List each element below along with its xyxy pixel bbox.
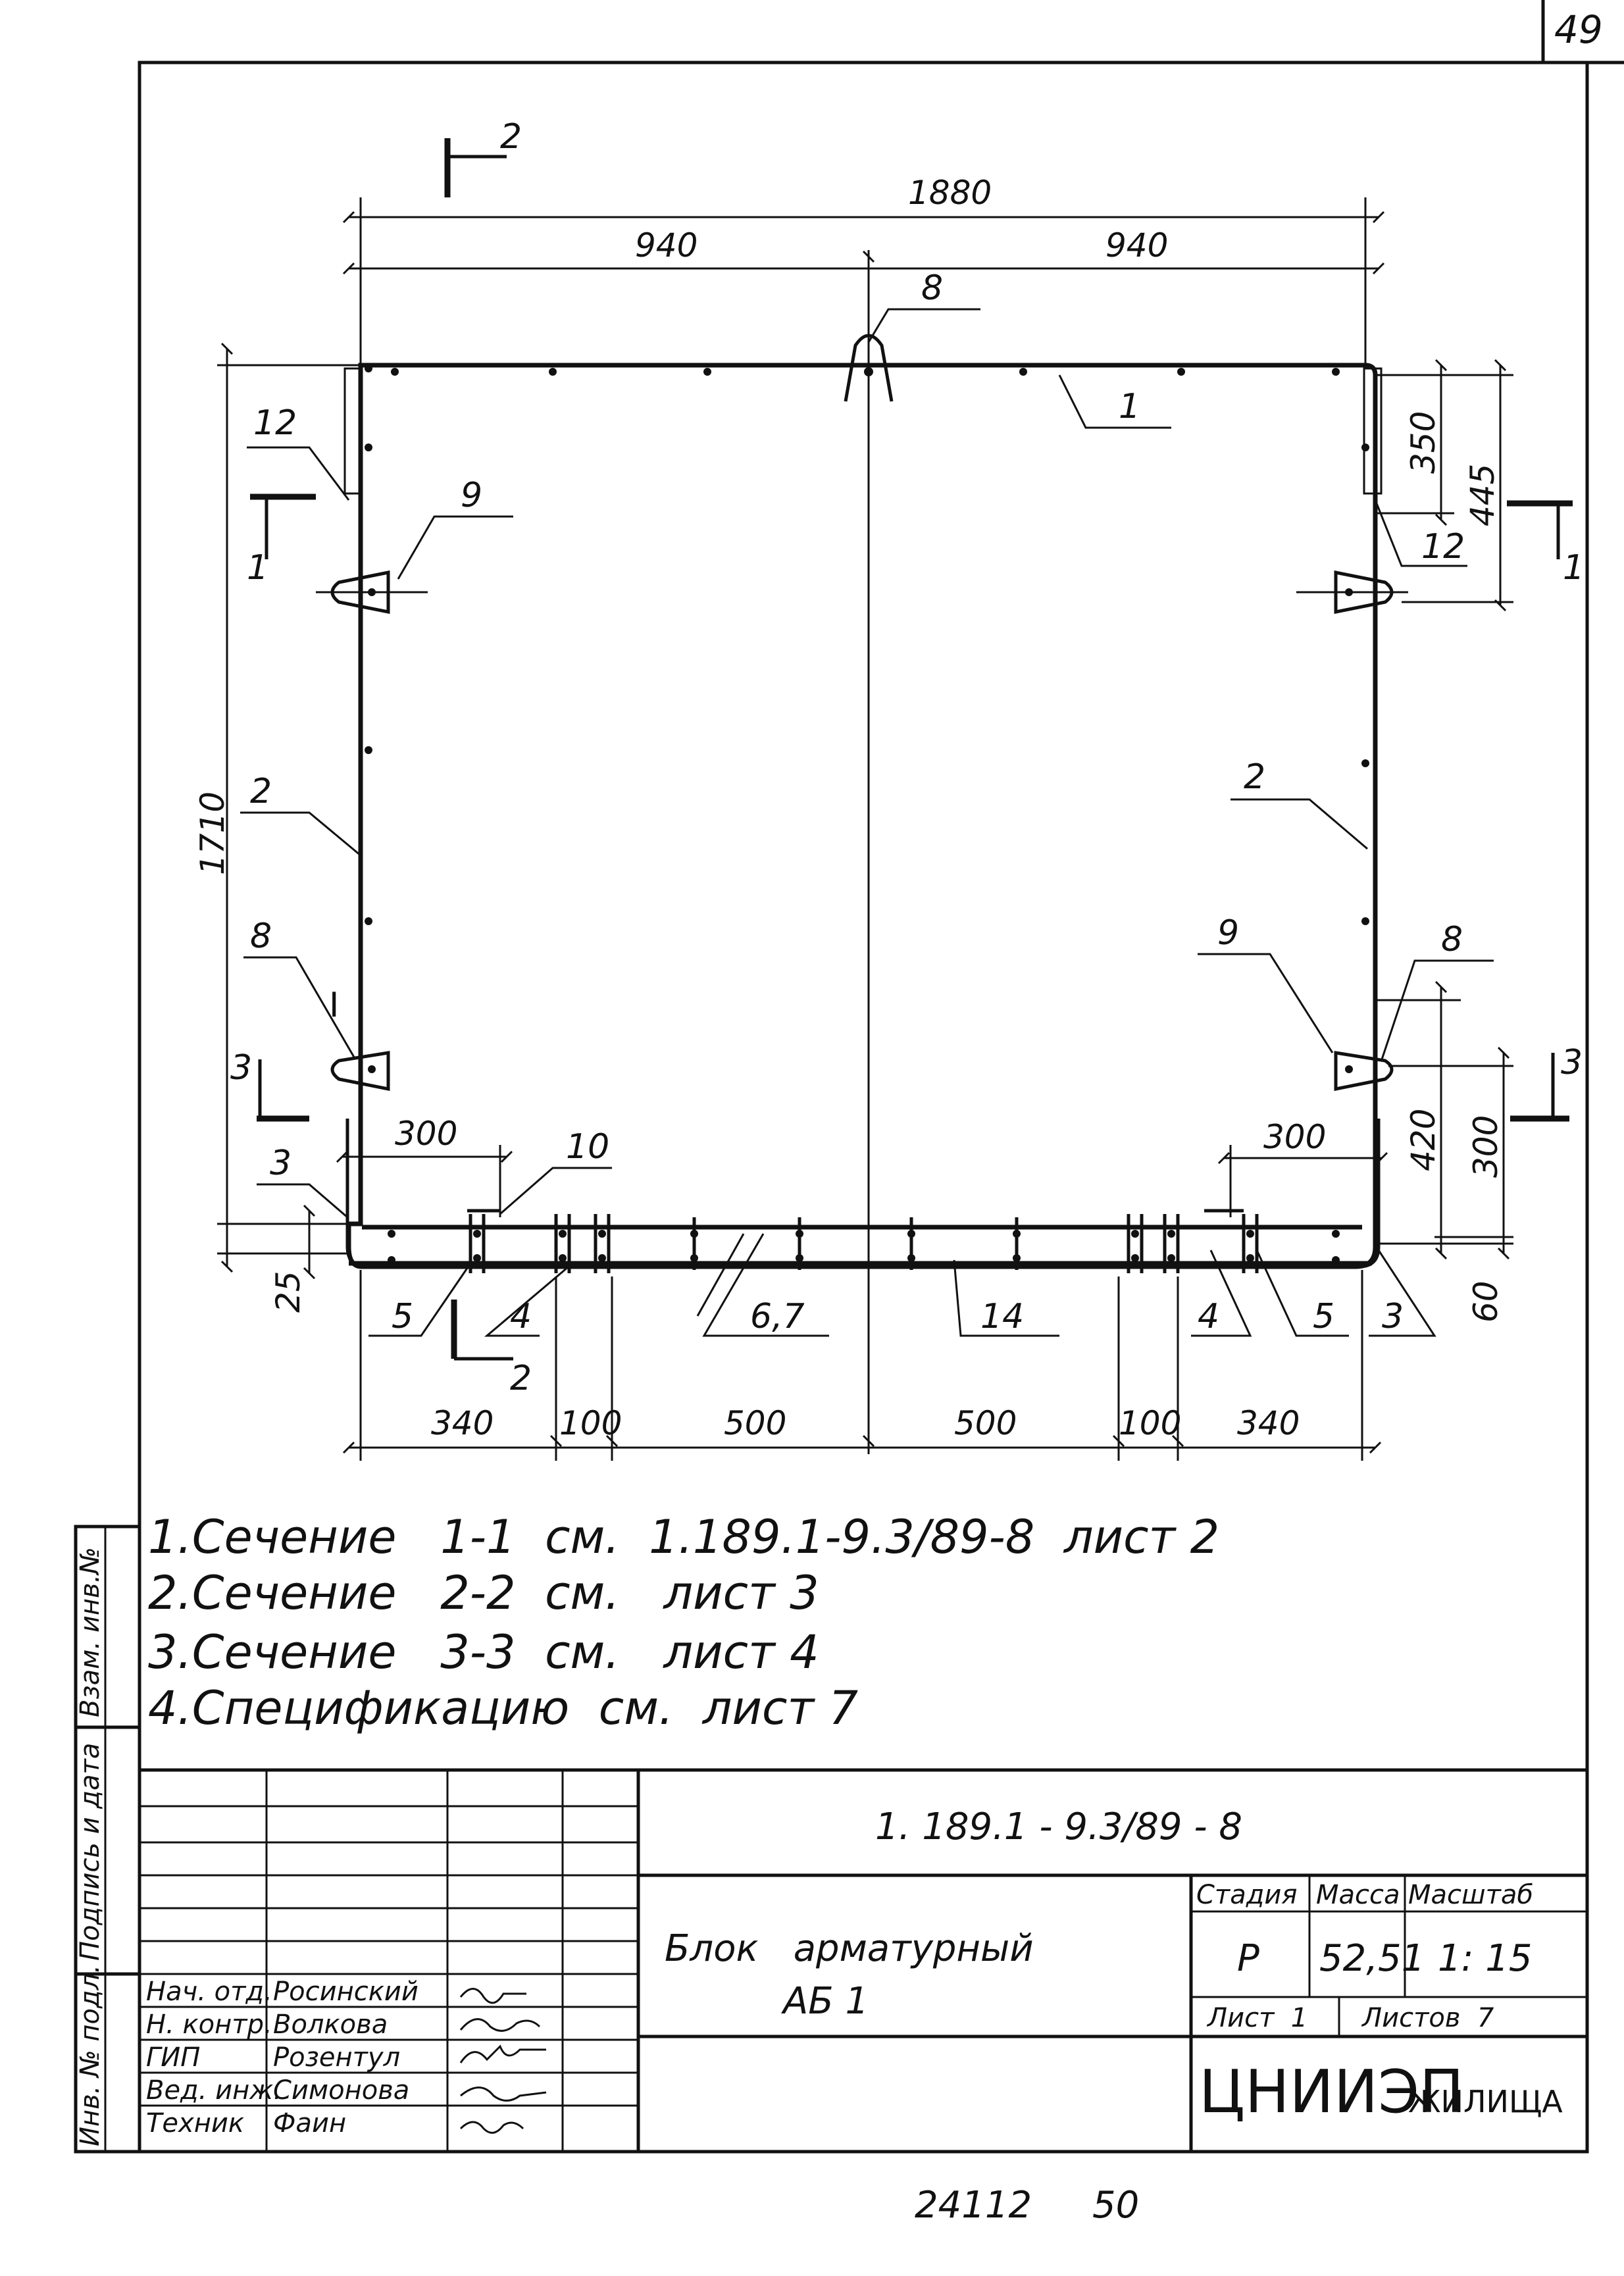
section-marks: 2 2 1 1 3 3 xyxy=(230,117,1585,1398)
dim-940-right: 940 xyxy=(1105,226,1168,265)
position-callouts: 1 8 12 12 9 2 2 8 I 9 8 3 10 xyxy=(240,268,1494,1337)
note-3: 3.Сечение 3-3 см. лист 4 xyxy=(148,1625,819,1679)
sheet-label: Лист 1 xyxy=(1206,2003,1307,2033)
callout-10: 10 xyxy=(566,1127,609,1167)
dim-940-left: 940 xyxy=(635,226,698,265)
org-main: ЦНИИЭП xyxy=(1199,2058,1464,2127)
callout-roman-I: I xyxy=(329,986,339,1025)
callout-4-right: 4 xyxy=(1198,1297,1219,1336)
note-2: 2.Сечение 2-2 см. лист 3 xyxy=(148,1566,819,1620)
side-inv-zam: Взам. инв.№ xyxy=(75,1547,105,1717)
note-4: 4.Спецификацию см. лист 7 xyxy=(148,1681,858,1735)
dim-350: 350 xyxy=(1404,411,1442,474)
org-sub: ЖИЛИЩА xyxy=(1408,2084,1563,2119)
side-stamp: Взам. инв.№ Подпись и дата Инв. № подл. xyxy=(74,1525,141,2154)
callout-5-right: 5 xyxy=(1313,1297,1334,1336)
callout-3-left: 3 xyxy=(270,1144,292,1183)
signer-role-1: Нач. отд. xyxy=(146,1977,272,2007)
signer-name-5: Фаин xyxy=(273,2108,346,2138)
dim-bottom-100-right: 100 xyxy=(1119,1404,1181,1442)
title-block: Нач. отд. Росинский Н. контр. Волкова ГИ… xyxy=(140,1768,1587,2152)
signer-name-1: Росинский xyxy=(273,1977,419,2007)
dim-bottom-500-right: 500 xyxy=(954,1404,1017,1442)
section-2-bottom: 2 xyxy=(510,1359,532,1398)
doc-code: 1. 189.1 - 9.3/89 - 8 xyxy=(875,1806,1242,1848)
dim-420: 420 xyxy=(1404,1109,1442,1171)
scale-value: 1: 15 xyxy=(1438,1937,1533,1980)
callout-6-7: 6,7 xyxy=(750,1297,805,1336)
dim-300-left: 300 xyxy=(395,1115,457,1153)
stage-value: Р xyxy=(1237,1937,1259,1980)
signer-role-4: Вед. инж. xyxy=(146,2075,282,2106)
block-outline xyxy=(346,363,1378,1269)
side-signature-date: Подпись и дата xyxy=(75,1743,105,1961)
reinforcement-block xyxy=(316,250,1408,1448)
section-2-top: 2 xyxy=(500,117,522,157)
dim-60: 60 xyxy=(1467,1280,1505,1323)
callout-2-left: 2 xyxy=(250,772,272,811)
note-1: 1.Сечение 1-1 см. 1.189.1-9.3/89-8 лист … xyxy=(148,1510,1219,1564)
callout-5-left: 5 xyxy=(392,1297,413,1336)
callout-8-right: 8 xyxy=(1441,920,1463,959)
callout-14: 14 xyxy=(980,1297,1024,1336)
footer: 24112 50 xyxy=(915,2184,1139,2227)
section-1-left: 1 xyxy=(247,548,268,588)
signer-role-5: Техник xyxy=(146,2108,244,2138)
weld-points xyxy=(365,365,1369,1264)
col-mass: Масса xyxy=(1316,1880,1400,1910)
callout-2-right: 2 xyxy=(1244,757,1265,797)
title-line-1: Блок арматурный xyxy=(665,1927,1034,1970)
drawing-frame xyxy=(138,61,1589,2154)
dim-300-right-vert: 300 xyxy=(1467,1115,1505,1178)
dim-300-right: 300 xyxy=(1263,1118,1326,1156)
sheet-number-box: 49 xyxy=(1541,0,1624,64)
signatures xyxy=(459,1988,547,2134)
footer-page: 50 xyxy=(1092,2184,1139,2227)
mass-value: 52,51 xyxy=(1319,1937,1425,1980)
callout-8-left: 8 xyxy=(250,917,272,956)
sheets-total: Листов 7 xyxy=(1361,2003,1494,2033)
callout-9-left: 9 xyxy=(461,476,482,515)
section-3-left: 3 xyxy=(230,1048,252,1088)
title-line-2: АБ 1 xyxy=(781,1980,869,2023)
section-1-right: 1 xyxy=(1563,548,1585,588)
signer-name-3: Розентул xyxy=(273,2042,400,2073)
signer-name-2: Волкова xyxy=(273,2010,388,2040)
loop-left-upper xyxy=(330,570,390,615)
footer-inventory: 24112 xyxy=(915,2184,1032,2227)
callout-4-left: 4 xyxy=(510,1297,532,1336)
dim-1710: 1710 xyxy=(193,792,232,875)
sheet-number: 49 xyxy=(1554,7,1603,52)
signer-name-4: Симонова xyxy=(273,2075,409,2106)
dim-bottom-340-left: 340 xyxy=(431,1404,494,1442)
callout-9-right: 9 xyxy=(1217,913,1239,953)
loop-right-lower xyxy=(1334,1051,1394,1092)
dim-bottom-340-right: 340 xyxy=(1237,1404,1300,1442)
side-inv-podl: Инв. № подл. xyxy=(75,1965,105,2146)
dim-1880: 1880 xyxy=(908,174,992,212)
col-scale: Масштаб xyxy=(1408,1880,1533,1910)
dimension-lines: 1880 940 940 1710 350 445 420 300 300 30 xyxy=(193,174,1513,1461)
section-3-right: 3 xyxy=(1561,1043,1583,1082)
signer-role-3: ГИП xyxy=(146,2042,200,2073)
callout-12-right: 12 xyxy=(1421,527,1465,567)
callout-1: 1 xyxy=(1119,387,1140,426)
callout-8-top: 8 xyxy=(921,268,943,308)
notes: 1.Сечение 1-1 см. 1.189.1-9.3/89-8 лист … xyxy=(148,1510,1219,1735)
lifting-loop-top xyxy=(844,334,894,402)
dim-445: 445 xyxy=(1463,464,1502,526)
callout-12-left: 12 xyxy=(253,403,297,443)
dim-25: 25 xyxy=(269,1271,307,1313)
callout-3-right: 3 xyxy=(1382,1297,1404,1336)
loop-right-upper xyxy=(1334,570,1394,615)
loop-left-lower xyxy=(330,1051,390,1092)
dim-bottom-100-left: 100 xyxy=(559,1404,622,1442)
dim-bottom-500-left: 500 xyxy=(724,1404,786,1442)
col-stage: Стадия xyxy=(1196,1880,1297,1910)
signer-role-2: Н. контр. xyxy=(146,2010,272,2040)
